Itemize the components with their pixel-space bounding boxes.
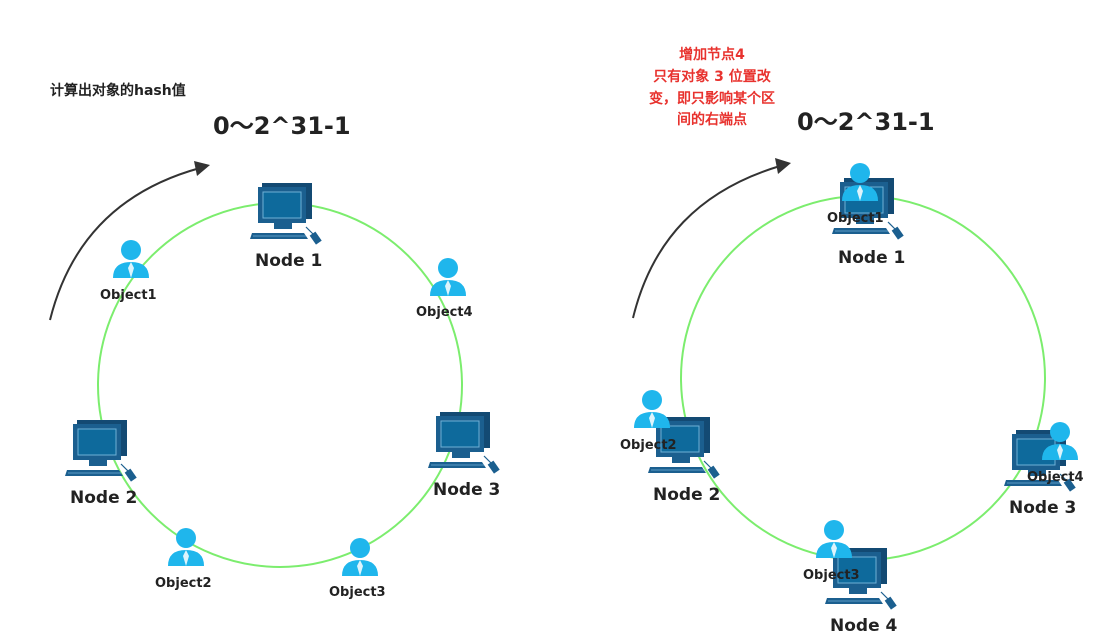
right-object-2: Object2 bbox=[620, 390, 677, 453]
left-range-label: 0～2^31-1 bbox=[213, 112, 351, 140]
left-node-3: Node 3 bbox=[427, 411, 501, 500]
right-note-line-1: 增加节点4 bbox=[679, 46, 745, 63]
user-icon bbox=[342, 538, 378, 576]
right-object-3-label: Object3 bbox=[803, 568, 860, 583]
left-object-3-label: Object3 bbox=[329, 585, 386, 600]
right-node-3: Node 3 bbox=[1003, 429, 1076, 518]
right-object-1-label: Object1 bbox=[827, 211, 884, 226]
left-node-1: Node 1 bbox=[249, 182, 323, 271]
user-icon bbox=[634, 390, 670, 428]
left-object-4: Object4 bbox=[416, 258, 473, 320]
left-arrowhead-icon bbox=[194, 161, 210, 176]
right-node-4-label: Node 4 bbox=[830, 616, 898, 636]
left-diagram: 计算出对象的hash值 0～2^31-1 Node 1 Node 2 Node … bbox=[49, 82, 501, 600]
computer-icon bbox=[64, 419, 138, 483]
left-node-2: Node 2 bbox=[64, 419, 138, 508]
right-node-1-label: Node 1 bbox=[838, 248, 905, 268]
user-icon bbox=[430, 258, 466, 296]
right-note-line-3: 变，即只影响某个区 bbox=[649, 90, 775, 107]
right-object-2-label: Object2 bbox=[620, 438, 677, 453]
left-object-3: Object3 bbox=[329, 538, 386, 600]
right-note: 增加节点4 只有对象 3 位置改 变，即只影响某个区 间的右端点 bbox=[649, 46, 775, 128]
right-note-line-2: 只有对象 3 位置改 bbox=[653, 68, 771, 85]
right-object-4: Object4 bbox=[1027, 422, 1084, 485]
right-node-4: Node 4 bbox=[824, 547, 898, 636]
left-caption: 计算出对象的hash值 bbox=[50, 82, 186, 99]
left-object-1: Object1 bbox=[100, 240, 157, 303]
right-object-1: Object1 bbox=[827, 163, 884, 226]
right-note-line-4: 间的右端点 bbox=[677, 111, 747, 128]
left-object-2: Object2 bbox=[155, 528, 212, 591]
right-arrowhead-icon bbox=[775, 158, 791, 174]
right-node-1: Node 1 bbox=[831, 177, 905, 268]
right-diagram: 增加节点4 只有对象 3 位置改 变，即只影响某个区 间的右端点 0～2^31-… bbox=[620, 46, 1084, 636]
left-object-1-label: Object1 bbox=[100, 288, 157, 303]
user-icon bbox=[816, 520, 852, 558]
left-node-2-label: Node 2 bbox=[70, 488, 137, 508]
left-object-4-label: Object4 bbox=[416, 305, 473, 320]
right-node-2-label: Node 2 bbox=[653, 485, 720, 505]
right-object-3: Object3 bbox=[803, 520, 860, 583]
user-icon bbox=[113, 240, 149, 278]
computer-icon bbox=[249, 182, 323, 246]
computer-icon bbox=[427, 411, 501, 475]
left-node-1-label: Node 1 bbox=[255, 251, 322, 271]
left-direction-arrow bbox=[49, 167, 201, 321]
left-node-3-label: Node 3 bbox=[433, 480, 500, 500]
left-object-2-label: Object2 bbox=[155, 576, 212, 591]
right-node-3-label: Node 3 bbox=[1009, 498, 1076, 518]
right-node-2: Node 2 bbox=[647, 416, 720, 505]
right-range-label: 0～2^31-1 bbox=[797, 108, 935, 136]
right-object-4-label: Object4 bbox=[1027, 470, 1084, 485]
right-direction-arrow bbox=[632, 165, 781, 319]
